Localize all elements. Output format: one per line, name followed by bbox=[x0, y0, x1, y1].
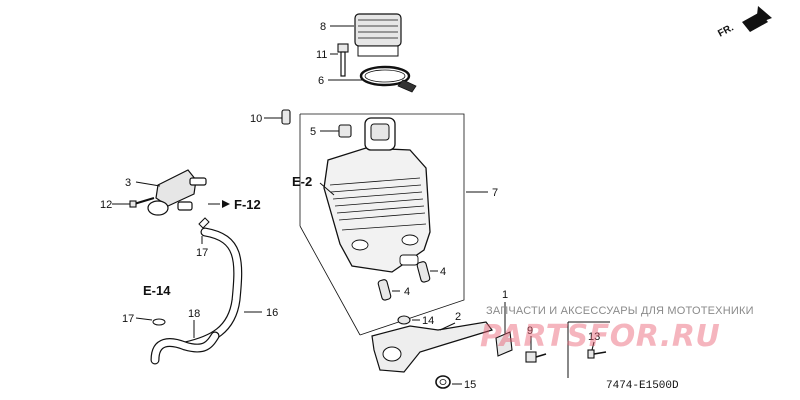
grommet-10 bbox=[281, 109, 291, 125]
callout-11: 11 bbox=[316, 49, 327, 61]
f12-arrow-icon bbox=[222, 200, 230, 208]
grommet-14 bbox=[397, 315, 411, 325]
callout-14: 14 bbox=[422, 315, 434, 327]
callout-7: 7 bbox=[492, 187, 498, 199]
fuel-valve-3 bbox=[147, 169, 207, 216]
callout-2: 2 bbox=[455, 311, 461, 323]
diagram-code: 7474-E1500D bbox=[606, 380, 679, 392]
plug-4-lower bbox=[377, 279, 392, 301]
nut-15 bbox=[435, 375, 451, 389]
leader-lines bbox=[112, 25, 610, 385]
plug-4-upper bbox=[416, 261, 431, 283]
mounting-bracket-2 bbox=[371, 321, 493, 373]
ref-e14: E-14 bbox=[143, 283, 171, 298]
callout-16: 16 bbox=[266, 307, 278, 319]
callout-5: 5 bbox=[310, 126, 316, 138]
front-direction-label: FR. bbox=[716, 22, 736, 39]
bolt-13 bbox=[587, 349, 607, 359]
callout-17-lower: 17 bbox=[122, 313, 134, 325]
hose-clip-17-lower bbox=[152, 318, 166, 326]
filter-element-8 bbox=[354, 13, 402, 57]
air-cleaner-case-7 bbox=[323, 117, 431, 273]
callout-13: 13 bbox=[588, 331, 600, 343]
nut-5 bbox=[338, 124, 352, 138]
callout-6: 6 bbox=[318, 75, 324, 87]
assembly-outline bbox=[300, 113, 465, 336]
watermark-tagline: ЗАПЧАСТИ И АКСЕССУАРЫ ДЛЯ МОТОТЕХНИКИ bbox=[486, 305, 754, 317]
callout-18: 18 bbox=[188, 308, 200, 320]
callout-4-lower: 4 bbox=[404, 286, 410, 298]
callout-4-upper: 4 bbox=[440, 266, 446, 278]
watermark-brand: PARTSFOR.RU bbox=[480, 319, 720, 354]
callout-17-upper: 17 bbox=[196, 247, 208, 259]
ref-e2: E-2 bbox=[292, 174, 312, 189]
callout-12: 12 bbox=[100, 199, 112, 211]
callout-8: 8 bbox=[320, 21, 326, 33]
callout-1: 1 bbox=[502, 289, 508, 301]
bolt-11 bbox=[337, 43, 349, 77]
callout-9: 9 bbox=[527, 325, 533, 337]
front-direction-arrow-icon bbox=[742, 6, 772, 32]
breather-tube-18 bbox=[150, 331, 220, 365]
callout-10: 10 bbox=[250, 113, 262, 125]
ref-f12: F-12 bbox=[234, 197, 261, 212]
callout-3: 3 bbox=[125, 177, 131, 189]
assembly-outline-diag bbox=[299, 225, 361, 336]
band-clamp-6 bbox=[359, 65, 417, 93]
bolt-9 bbox=[525, 351, 547, 363]
fuel-hose-16 bbox=[180, 227, 243, 351]
hose-clip-17-upper bbox=[198, 217, 210, 229]
callout-15: 15 bbox=[464, 379, 476, 391]
